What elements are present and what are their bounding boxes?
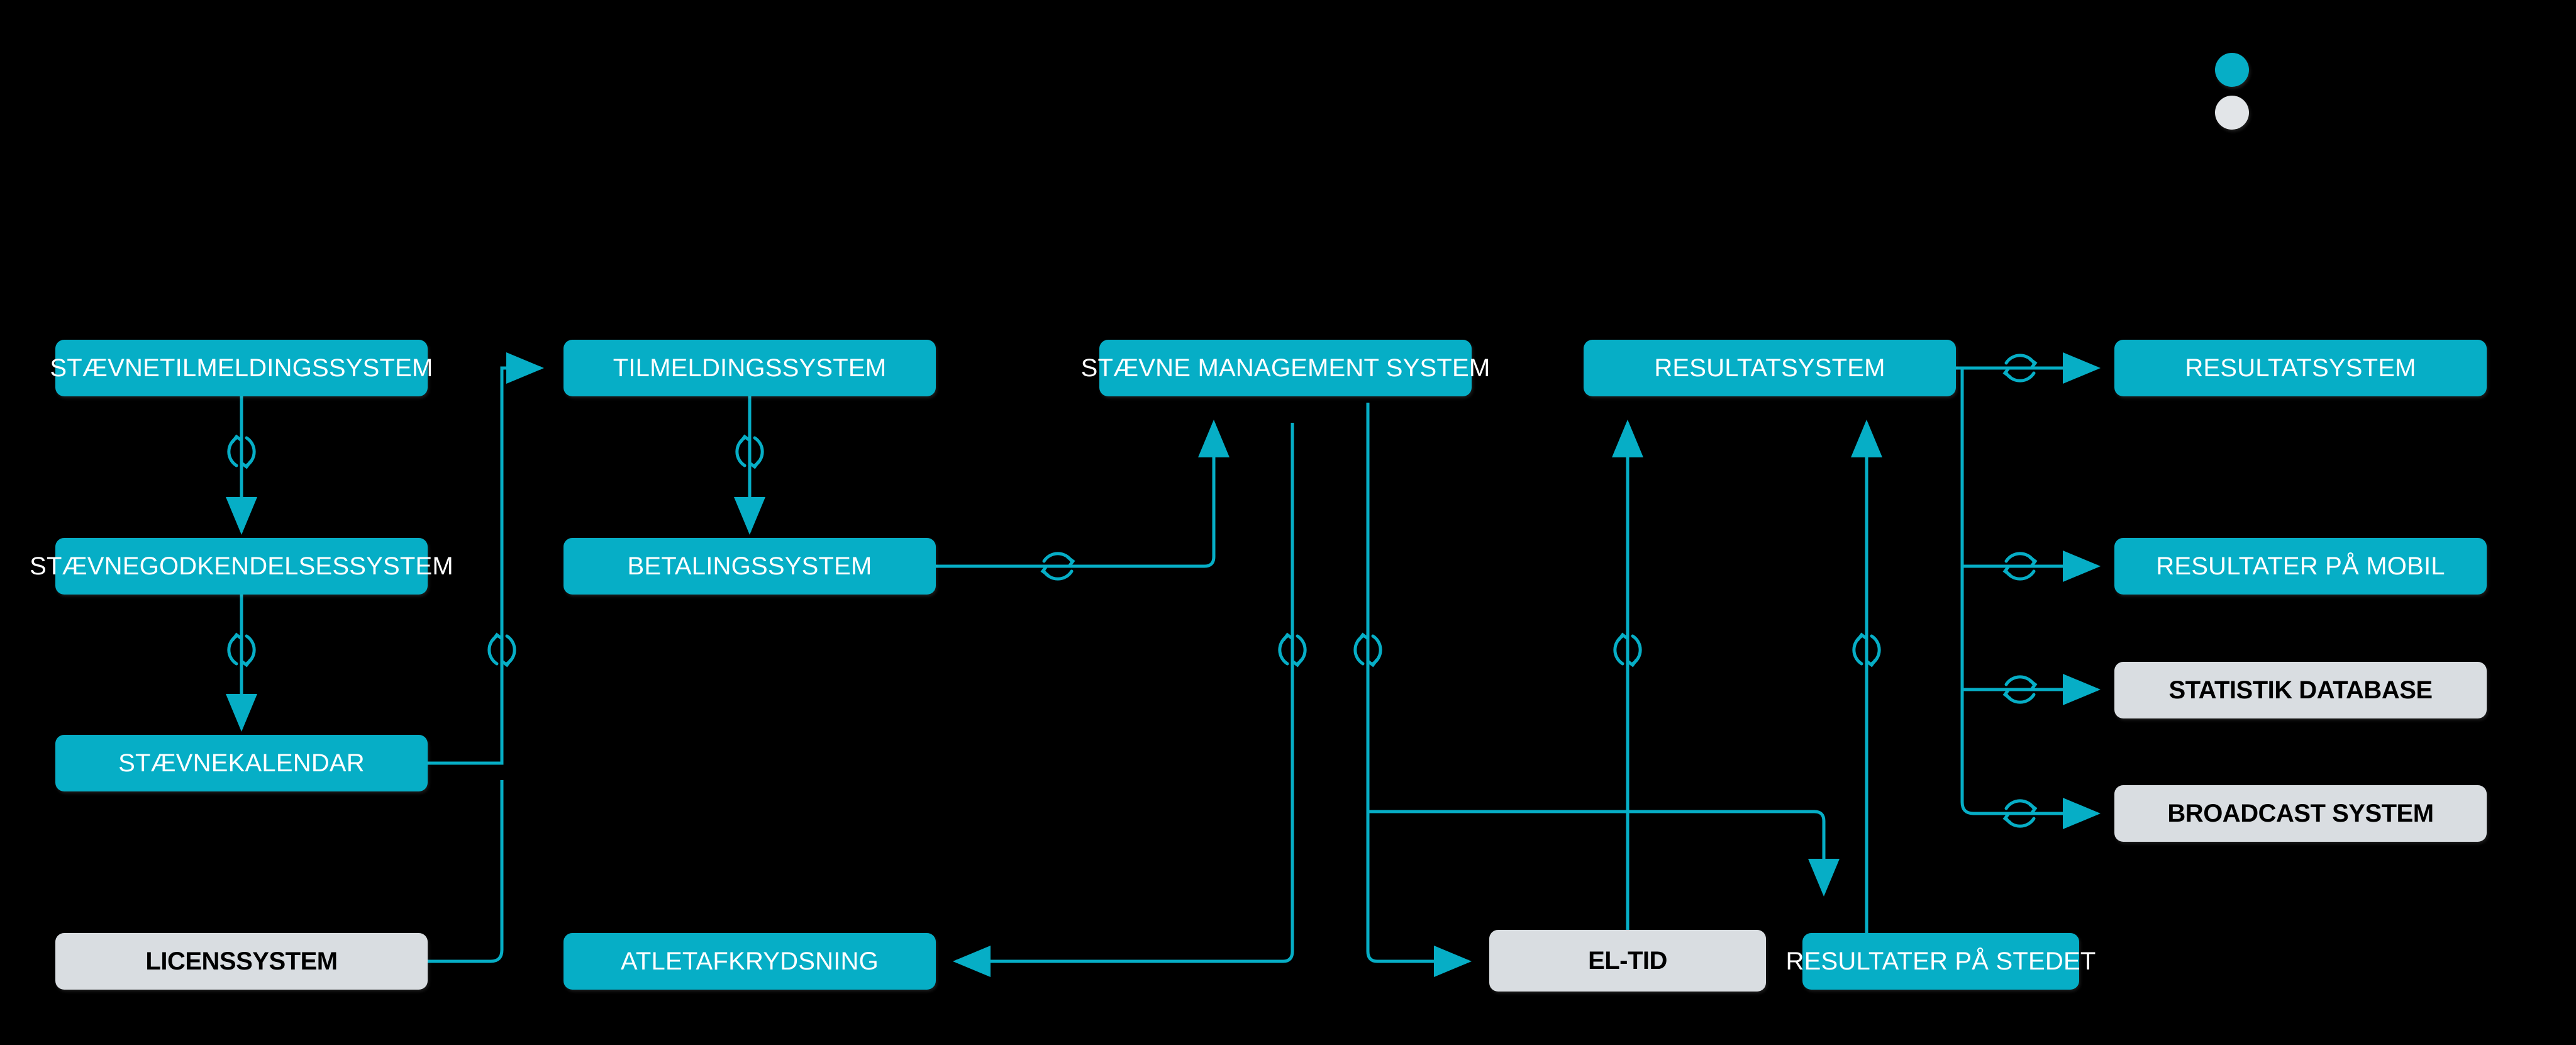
node-label: RESULTATER PÅ STEDET: [1785, 947, 2096, 975]
sync-icon-vertical-7: [1613, 632, 1642, 668]
node-label: LICENSSYSTEM: [145, 947, 338, 975]
legend-dot-primary: [2215, 53, 2249, 87]
node-label: RESULTATSYSTEM: [2185, 354, 2416, 382]
edge-sms-to-eltid: [1366, 403, 1472, 977]
edge-licenssystem-to-trunk: [428, 780, 504, 963]
sync-icon-horizontal-4: [2002, 675, 2038, 704]
node-staevnetilmeldingssystem[interactable]: STÆVNETILMELDINGSSYSTEM: [50, 340, 433, 396]
node-label: BETALINGSSYSTEM: [627, 552, 872, 580]
node-staevne-management-system[interactable]: STÆVNE MANAGEMENT SYSTEM: [1081, 340, 1490, 396]
node-licenssystem[interactable]: LICENSSYSTEM: [55, 933, 428, 990]
sync-icon-vertical-3: [735, 434, 764, 469]
edge-sms-to-atletafkrydsning: [953, 423, 1294, 977]
node-resultater-paa-stedet[interactable]: RESULTATER PÅ STEDET: [1786, 933, 2096, 990]
legend: [2215, 53, 2259, 154]
edge-right-trunk: [1960, 368, 1987, 815]
edge-resultatsystem-to-stedet: [1368, 810, 1840, 897]
sync-icon-horizontal-3: [2002, 552, 2038, 581]
node-label: RESULTATSYSTEM: [1654, 354, 1885, 382]
node-label: RESULTATER PÅ MOBIL: [2156, 552, 2445, 580]
sync-icon-horizontal-1: [1040, 552, 1075, 581]
sync-icon-vertical-4: [487, 632, 516, 668]
node-staevnegodkendelsessystem[interactable]: STÆVNEGODKENDELSESSYSTEM: [30, 538, 453, 595]
node-el-tid[interactable]: EL-TID: [1489, 930, 1766, 992]
sync-icon-vertical-6: [1353, 632, 1382, 668]
sync-icon-horizontal-2: [2002, 354, 2038, 383]
sync-icon-vertical-2: [227, 632, 256, 668]
node-label: STÆVNE MANAGEMENT SYSTEM: [1080, 354, 1491, 382]
node-betalingssystem[interactable]: BETALINGSSYSTEM: [564, 538, 936, 595]
sync-icon-vertical-1: [227, 434, 256, 469]
sync-icon-vertical-5: [1278, 632, 1307, 668]
node-broadcast-system[interactable]: BROADCAST SYSTEM: [2114, 785, 2487, 842]
legend-dot-secondary: [2215, 96, 2249, 130]
node-statistik-database[interactable]: STATISTIK DATABASE: [2114, 662, 2487, 718]
node-label: ATLETAFKRYDSNING: [621, 947, 879, 975]
node-resultater-paa-mobil[interactable]: RESULTATER PÅ MOBIL: [2114, 538, 2487, 595]
node-label: STÆVNETILMELDINGSSYSTEM: [50, 354, 433, 382]
node-resultatsystem-center[interactable]: RESULTATSYSTEM: [1584, 340, 1956, 396]
node-resultatsystem-right[interactable]: RESULTATSYSTEM: [2114, 340, 2487, 396]
node-label: BROADCAST SYSTEM: [2167, 800, 2434, 827]
node-label: STÆVNEGODKENDELSESSYSTEM: [30, 552, 453, 580]
sync-icon-vertical-8: [1852, 632, 1881, 668]
node-label: STATISTIK DATABASE: [2168, 676, 2433, 704]
node-label: STÆVNEKALENDAR: [118, 749, 365, 777]
node-label: TILMELDINGSSYSTEM: [613, 354, 887, 382]
node-tilmeldingssystem[interactable]: TILMELDINGSSYSTEM: [564, 340, 936, 396]
node-staevnekalendar[interactable]: STÆVNEKALENDAR: [55, 735, 428, 791]
node-atletafkrydsning[interactable]: ATLETAFKRYDSNING: [564, 933, 936, 990]
node-label: EL-TID: [1588, 947, 1667, 975]
sync-icon-horizontal-5: [2002, 799, 2038, 828]
edge-betaling-to-sms: [936, 420, 1230, 568]
